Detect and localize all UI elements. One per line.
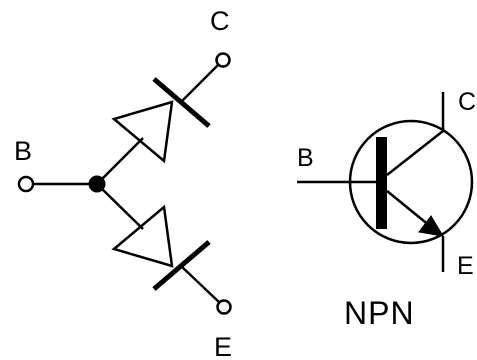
lower-diode-lead-in — [96, 183, 144, 230]
diode-base-label: B — [14, 136, 32, 166]
diode-model: C B E — [14, 6, 232, 360]
diode-collector-label: C — [210, 6, 230, 36]
base-lead — [17, 175, 106, 193]
upper-diode — [96, 52, 231, 185]
lower-diode-lead-out — [180, 265, 221, 304]
collector-terminal — [215, 52, 231, 68]
npn-base-bar — [376, 137, 387, 229]
npn-caption: NPN — [344, 295, 415, 331]
upper-diode-triangle — [111, 100, 174, 164]
diode-emitter-label: E — [214, 332, 232, 360]
upper-diode-lead-out — [180, 63, 220, 103]
npn-emitter-diagonal — [386, 190, 431, 227]
lower-diode-triangle — [111, 204, 174, 268]
npn-emitter-arrow — [418, 215, 444, 237]
emitter-terminal — [216, 299, 232, 315]
npn-base-label: B — [297, 144, 314, 172]
npn-emitter-label: E — [457, 252, 474, 280]
upper-diode-lead-in — [96, 137, 144, 185]
base-terminal — [17, 175, 35, 193]
lower-diode — [96, 183, 232, 315]
npn-collector-label: C — [458, 88, 476, 116]
npn-collector-diagonal — [386, 130, 444, 176]
npn-symbol: C B E NPN — [297, 88, 476, 331]
